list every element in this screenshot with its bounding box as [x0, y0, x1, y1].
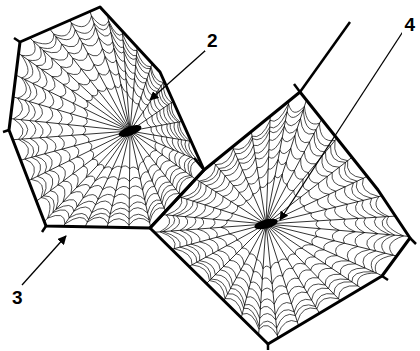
- web-spoke: [266, 224, 409, 236]
- web-spiral: [67, 70, 166, 182]
- web-spoke: [13, 97, 130, 131]
- web-spoke: [29, 131, 130, 181]
- web-spiral: [210, 160, 339, 284]
- web-spoke: [44, 131, 130, 222]
- anchor-thread: [300, 22, 350, 92]
- leader-line: [150, 50, 206, 100]
- leader-line: [280, 30, 404, 220]
- web-spoke: [241, 224, 266, 318]
- web-spiral: [14, 16, 198, 225]
- web-spoke: [130, 47, 137, 131]
- web-spoke: [10, 119, 130, 131]
- spider-hub: [117, 123, 143, 140]
- spider-web: [150, 92, 410, 344]
- anchor-thread: [14, 38, 20, 42]
- anchor-thread: [194, 158, 204, 170]
- anchor-thread: [382, 276, 388, 280]
- web-spoke: [213, 162, 266, 224]
- spider-web: [9, 7, 204, 228]
- web-spiral: [57, 56, 174, 191]
- anchor-thread: [267, 344, 270, 350]
- anchor-thread: [42, 226, 46, 232]
- web-spiral: [160, 104, 404, 335]
- anchor-thread: [3, 130, 9, 132]
- web-spiral: [198, 148, 356, 292]
- web-spoke: [129, 131, 131, 228]
- anchor-thread: [294, 84, 300, 92]
- web-spoke: [19, 53, 130, 131]
- web-spiral: [35, 38, 185, 208]
- web-frame: [9, 7, 204, 228]
- web-spoke: [21, 131, 130, 160]
- web-spiral: [29, 28, 191, 214]
- web-spiral: [163, 110, 395, 329]
- spider-hub: [253, 217, 279, 232]
- callout-number: 2: [205, 30, 220, 51]
- web-spiral: [221, 174, 320, 269]
- web-frame: [150, 92, 410, 344]
- anchor-thread: [410, 238, 416, 244]
- callout-number: 4: [402, 14, 417, 35]
- callout-number: 3: [10, 287, 25, 308]
- web-spoke: [70, 20, 130, 131]
- web-spiral: [21, 23, 193, 220]
- leader-line: [22, 236, 66, 285]
- web-spoke: [266, 176, 367, 224]
- web-spoke: [266, 119, 322, 224]
